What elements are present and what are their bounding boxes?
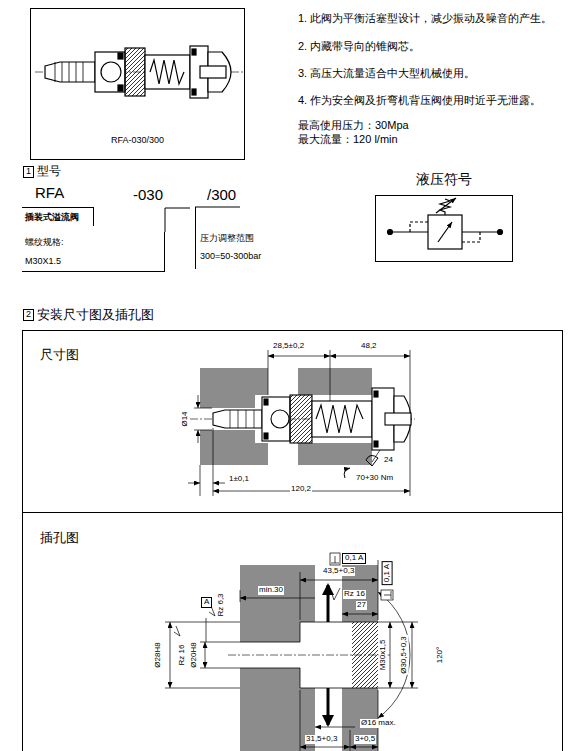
dimension: 28,5±0,2 xyxy=(272,342,305,351)
dimension: Ø20H8 xyxy=(190,641,199,668)
feature-note: 4. 作为安全阀及折弯机背压阀使用时近乎无泄露。 xyxy=(298,94,541,106)
model-code: RFA xyxy=(35,185,64,202)
node-heading: RFA-030/300 xyxy=(111,135,164,145)
section-title: 型号 xyxy=(37,165,61,178)
dimension: min.30 xyxy=(258,586,284,595)
dimension: Ø16 max. xyxy=(360,719,397,728)
dimension: 31,5+0,3 xyxy=(305,735,338,744)
dimension: 48,2 xyxy=(360,342,378,351)
feature-note: 3. 高压大流量适合中大型机械使用。 xyxy=(298,67,475,79)
dimension: 27 xyxy=(356,601,367,610)
torque-value: 70+30 Nm xyxy=(355,474,394,483)
tolerance-frame: 0,1 A xyxy=(382,561,393,585)
node-heading: 液压符号 xyxy=(376,171,512,187)
section-number: 1 xyxy=(23,166,34,178)
spec-line: 最高使用压力：30Mpa xyxy=(298,119,409,131)
datum-label: A xyxy=(201,597,212,608)
dimension: 3+0,5 xyxy=(354,735,376,744)
illustration-frame: RFA-030/300 xyxy=(30,8,245,160)
feature-note: 1. 此阀为平衡活塞型设计，减少振动及噪音的产生。 xyxy=(298,12,552,24)
dimension: Ø28H8 xyxy=(154,641,163,668)
spec-line: 最大流量：120 l/min xyxy=(298,133,398,145)
model-bracket xyxy=(165,207,240,232)
feature-note: 2. 内藏带导向的锥阀芯。 xyxy=(298,40,420,52)
dimension: 43,5+0,3 xyxy=(322,567,355,576)
cavity-section xyxy=(165,553,418,751)
pressure-range-box: 压力调整范围 300=50-300bar xyxy=(195,207,307,269)
type-box: 插装式溢流阀 xyxy=(22,207,94,226)
model-code: /300 xyxy=(207,187,236,204)
dimension: 1±0,1 xyxy=(228,475,250,484)
tolerance-frame: 0,1 A xyxy=(342,553,366,564)
node-heading: 螺纹规格: xyxy=(25,237,161,247)
model-code: -030 xyxy=(133,187,163,204)
surface-finish: Rz 16 xyxy=(343,590,366,599)
node-heading: 插装式溢流阀 xyxy=(25,212,79,222)
thread-spec-box: 螺纹规格: M30X1.5 xyxy=(22,232,165,272)
surface-finish: Rz 6,3 xyxy=(217,592,226,617)
node-heading: 插孔图 xyxy=(40,531,563,546)
node-heading: 安装尺寸图及插孔图 xyxy=(37,308,154,323)
thread-size: M30x1,5 xyxy=(379,639,388,672)
node-text: 300=50-300bar xyxy=(200,251,303,261)
angle: 120° xyxy=(436,646,445,665)
node-heading: 压力调整范围 xyxy=(200,233,303,243)
valve-illustration xyxy=(35,46,243,98)
symbol-box: 液压符号 xyxy=(375,195,513,262)
section-number: 2 xyxy=(23,309,34,321)
dimension: Ø30,5+0,3 xyxy=(400,635,409,675)
installation-panel: 安装尺寸图及插孔图尺寸图插孔图 xyxy=(22,330,563,751)
node-text: M30X1.5 xyxy=(25,256,161,266)
dimension: 120,2 xyxy=(290,485,312,494)
surface-finish: Rz 16 xyxy=(178,644,187,667)
dimension: 24 xyxy=(383,456,394,465)
relief-valve-symbol xyxy=(388,198,503,249)
dimension: Ø14 xyxy=(181,410,190,427)
cavity-panel: 插孔图 xyxy=(22,513,563,751)
installed-valve-section xyxy=(188,350,415,496)
